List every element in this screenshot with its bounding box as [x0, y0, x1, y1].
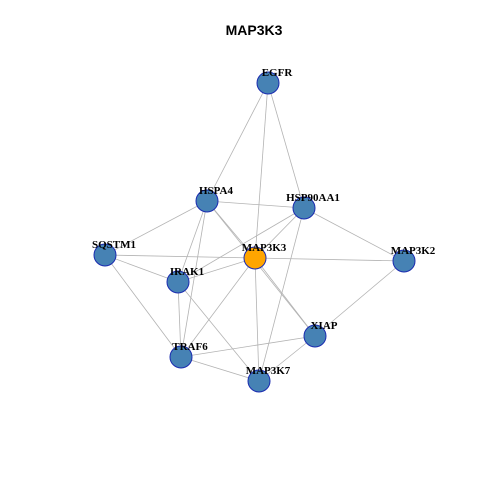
edge-hsp90aa1-map3k2 [303, 207, 405, 262]
edge-hsp90aa1-irak1 [177, 207, 305, 283]
edge-hspa4-xiap [206, 200, 316, 337]
node-sqstm1[interactable] [93, 243, 117, 267]
node-label-map3k3: MAP3K3 [242, 242, 287, 254]
edge-map3k3-irak1 [177, 257, 256, 283]
edge-egfr-map3k3 [254, 82, 269, 259]
graph-title: MAP3K3 [226, 22, 283, 38]
node-map3k7[interactable] [247, 369, 271, 393]
node-label-irak1: IRAK1 [170, 266, 204, 278]
edge-irak1-map3k7 [177, 281, 260, 382]
node-label-hspa4: HSPA4 [199, 185, 234, 197]
edge-egfr-hspa4 [206, 82, 269, 202]
node-egfr[interactable] [256, 71, 280, 95]
node-label-map3k7: MAP3K7 [246, 365, 291, 377]
edge-traf6-map3k7 [180, 356, 260, 382]
node-map3k2[interactable] [392, 249, 416, 273]
node-label-sqstm1: SQSTM1 [92, 239, 136, 251]
edge-hspa4-hsp90aa1 [206, 200, 305, 209]
node-hspa4[interactable] [195, 189, 219, 213]
edge-map3k2-xiap [314, 260, 405, 337]
node-label-hsp90aa1: HSP90AA1 [286, 192, 340, 204]
edge-irak1-traf6 [177, 281, 182, 358]
edge-map3k3-traf6 [180, 257, 256, 358]
node-map3k3[interactable] [243, 246, 267, 270]
edge-map3k3-map3k7 [254, 257, 260, 382]
node-traf6[interactable] [169, 345, 193, 369]
node-label-egfr: EGFR [262, 67, 294, 79]
edge-sqstm1-traf6 [104, 254, 182, 358]
edge-layer [104, 82, 405, 382]
edge-xiap-traf6 [180, 335, 316, 358]
node-label-xiap: XIAP [311, 320, 338, 332]
node-xiap[interactable] [303, 324, 327, 348]
edge-map3k3-xiap [254, 257, 316, 337]
node-irak1[interactable] [166, 270, 190, 294]
edge-hspa4-irak1 [177, 200, 208, 283]
edge-hsp90aa1-map3k7 [258, 207, 305, 382]
edge-map3k3-map3k2 [254, 257, 405, 262]
edge-sqstm1-irak1 [104, 254, 179, 283]
edge-xiap-map3k7 [258, 335, 316, 382]
edge-hsp90aa1-map3k3 [254, 207, 305, 259]
edge-hspa4-traf6 [180, 200, 208, 358]
edge-hspa4-sqstm1 [104, 200, 208, 256]
edge-egfr-hsp90aa1 [267, 82, 305, 209]
node-hsp90aa1[interactable] [292, 196, 316, 220]
node-layer [93, 71, 416, 393]
node-label-map3k2: MAP3K2 [391, 245, 436, 257]
edge-sqstm1-map3k3 [104, 254, 256, 259]
node-label-traf6: TRAF6 [172, 341, 208, 353]
